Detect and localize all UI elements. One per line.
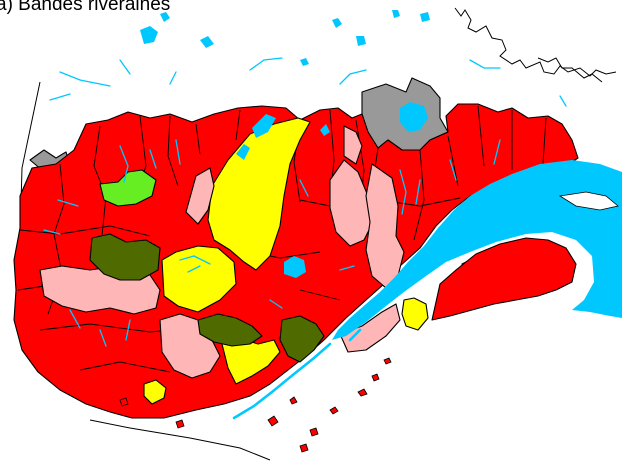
region-pink-far-east — [343, 125, 363, 165]
interior-rivers — [43, 139, 501, 347]
interior-lakes — [236, 114, 330, 278]
south-shore-fragments — [119, 357, 392, 453]
region-pink-center-left — [185, 167, 215, 225]
region-pink-south-shore — [339, 303, 401, 353]
region-dark-green-south — [279, 315, 325, 363]
region-light-green — [99, 169, 157, 207]
region-yellow-west — [161, 245, 237, 313]
st-lawrence-gulf — [332, 160, 622, 340]
region-dark-green-center — [197, 313, 263, 347]
region-dark-green-west — [89, 233, 161, 281]
map-caption: a) Bandes riveraines — [0, 0, 171, 15]
northern-waters — [49, 10, 567, 107]
region-red-gaspe — [431, 237, 577, 321]
region-yellow-quebec-city — [401, 297, 429, 331]
region-yellow-southwest — [143, 379, 167, 405]
anticosti-island — [558, 191, 619, 211]
